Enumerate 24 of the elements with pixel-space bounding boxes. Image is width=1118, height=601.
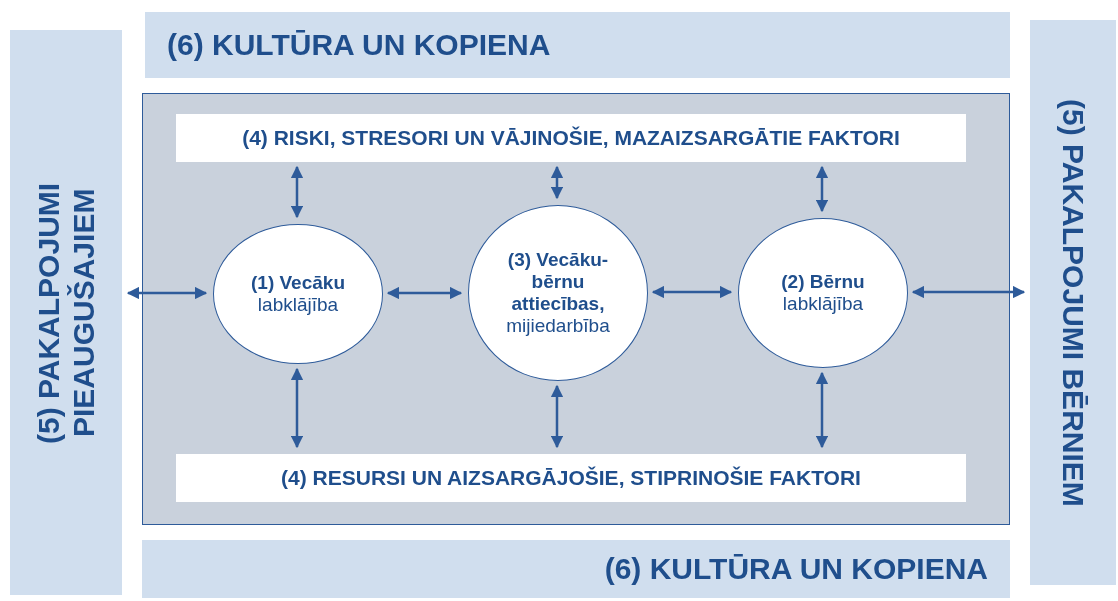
double-arrow — [815, 165, 829, 213]
band-panel — [1030, 20, 1116, 585]
node-text: labklājība — [257, 294, 339, 316]
double-arrow — [911, 285, 1026, 299]
factor-box: (4) RESURSI UN AIZSARGĀJOŠIE, STIPRINOŠIE FAKTORI — [176, 454, 966, 502]
node-heading: (2) Bērnu — [781, 271, 865, 293]
double-arrow — [126, 286, 208, 300]
band-panel — [10, 30, 122, 595]
factor-box: (4) RISKI, STRESORI UN VĀJINOŠIE, MAZAIZSARGĀTIE FAKTORI — [176, 114, 966, 162]
node-heading: (1) Vecāku — [251, 272, 345, 294]
double-arrow — [290, 367, 304, 449]
node-text: mijiedarbība — [506, 315, 610, 337]
band-panel: (6) KULTŪRA UN KOPIENA — [142, 540, 1010, 598]
double-arrow — [815, 371, 829, 449]
band-panel: (6) KULTŪRA UN KOPIENA — [145, 12, 1010, 78]
band-title: (5) PAKALPOJUMI BĒRNIEM — [1056, 98, 1091, 507]
node-text: labklājība — [782, 293, 864, 315]
double-arrow — [290, 165, 304, 219]
double-arrow — [386, 286, 463, 300]
band-title: (5) PAKALPOJUMI PIEAUGUŠAJIEM — [31, 180, 100, 446]
double-arrow — [550, 384, 564, 449]
double-arrow — [651, 285, 733, 299]
panel-background — [142, 93, 1010, 525]
double-arrow — [550, 165, 564, 200]
